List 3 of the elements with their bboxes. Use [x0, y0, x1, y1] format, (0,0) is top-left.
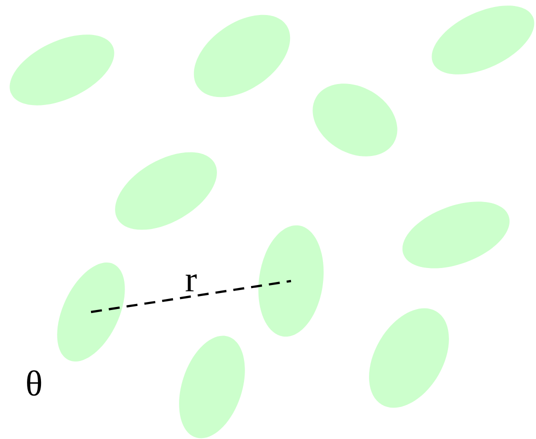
edge-label: r — [184, 273, 198, 292]
dashed-line — [90, 280, 292, 314]
angle-label: θ — [27, 370, 42, 396]
